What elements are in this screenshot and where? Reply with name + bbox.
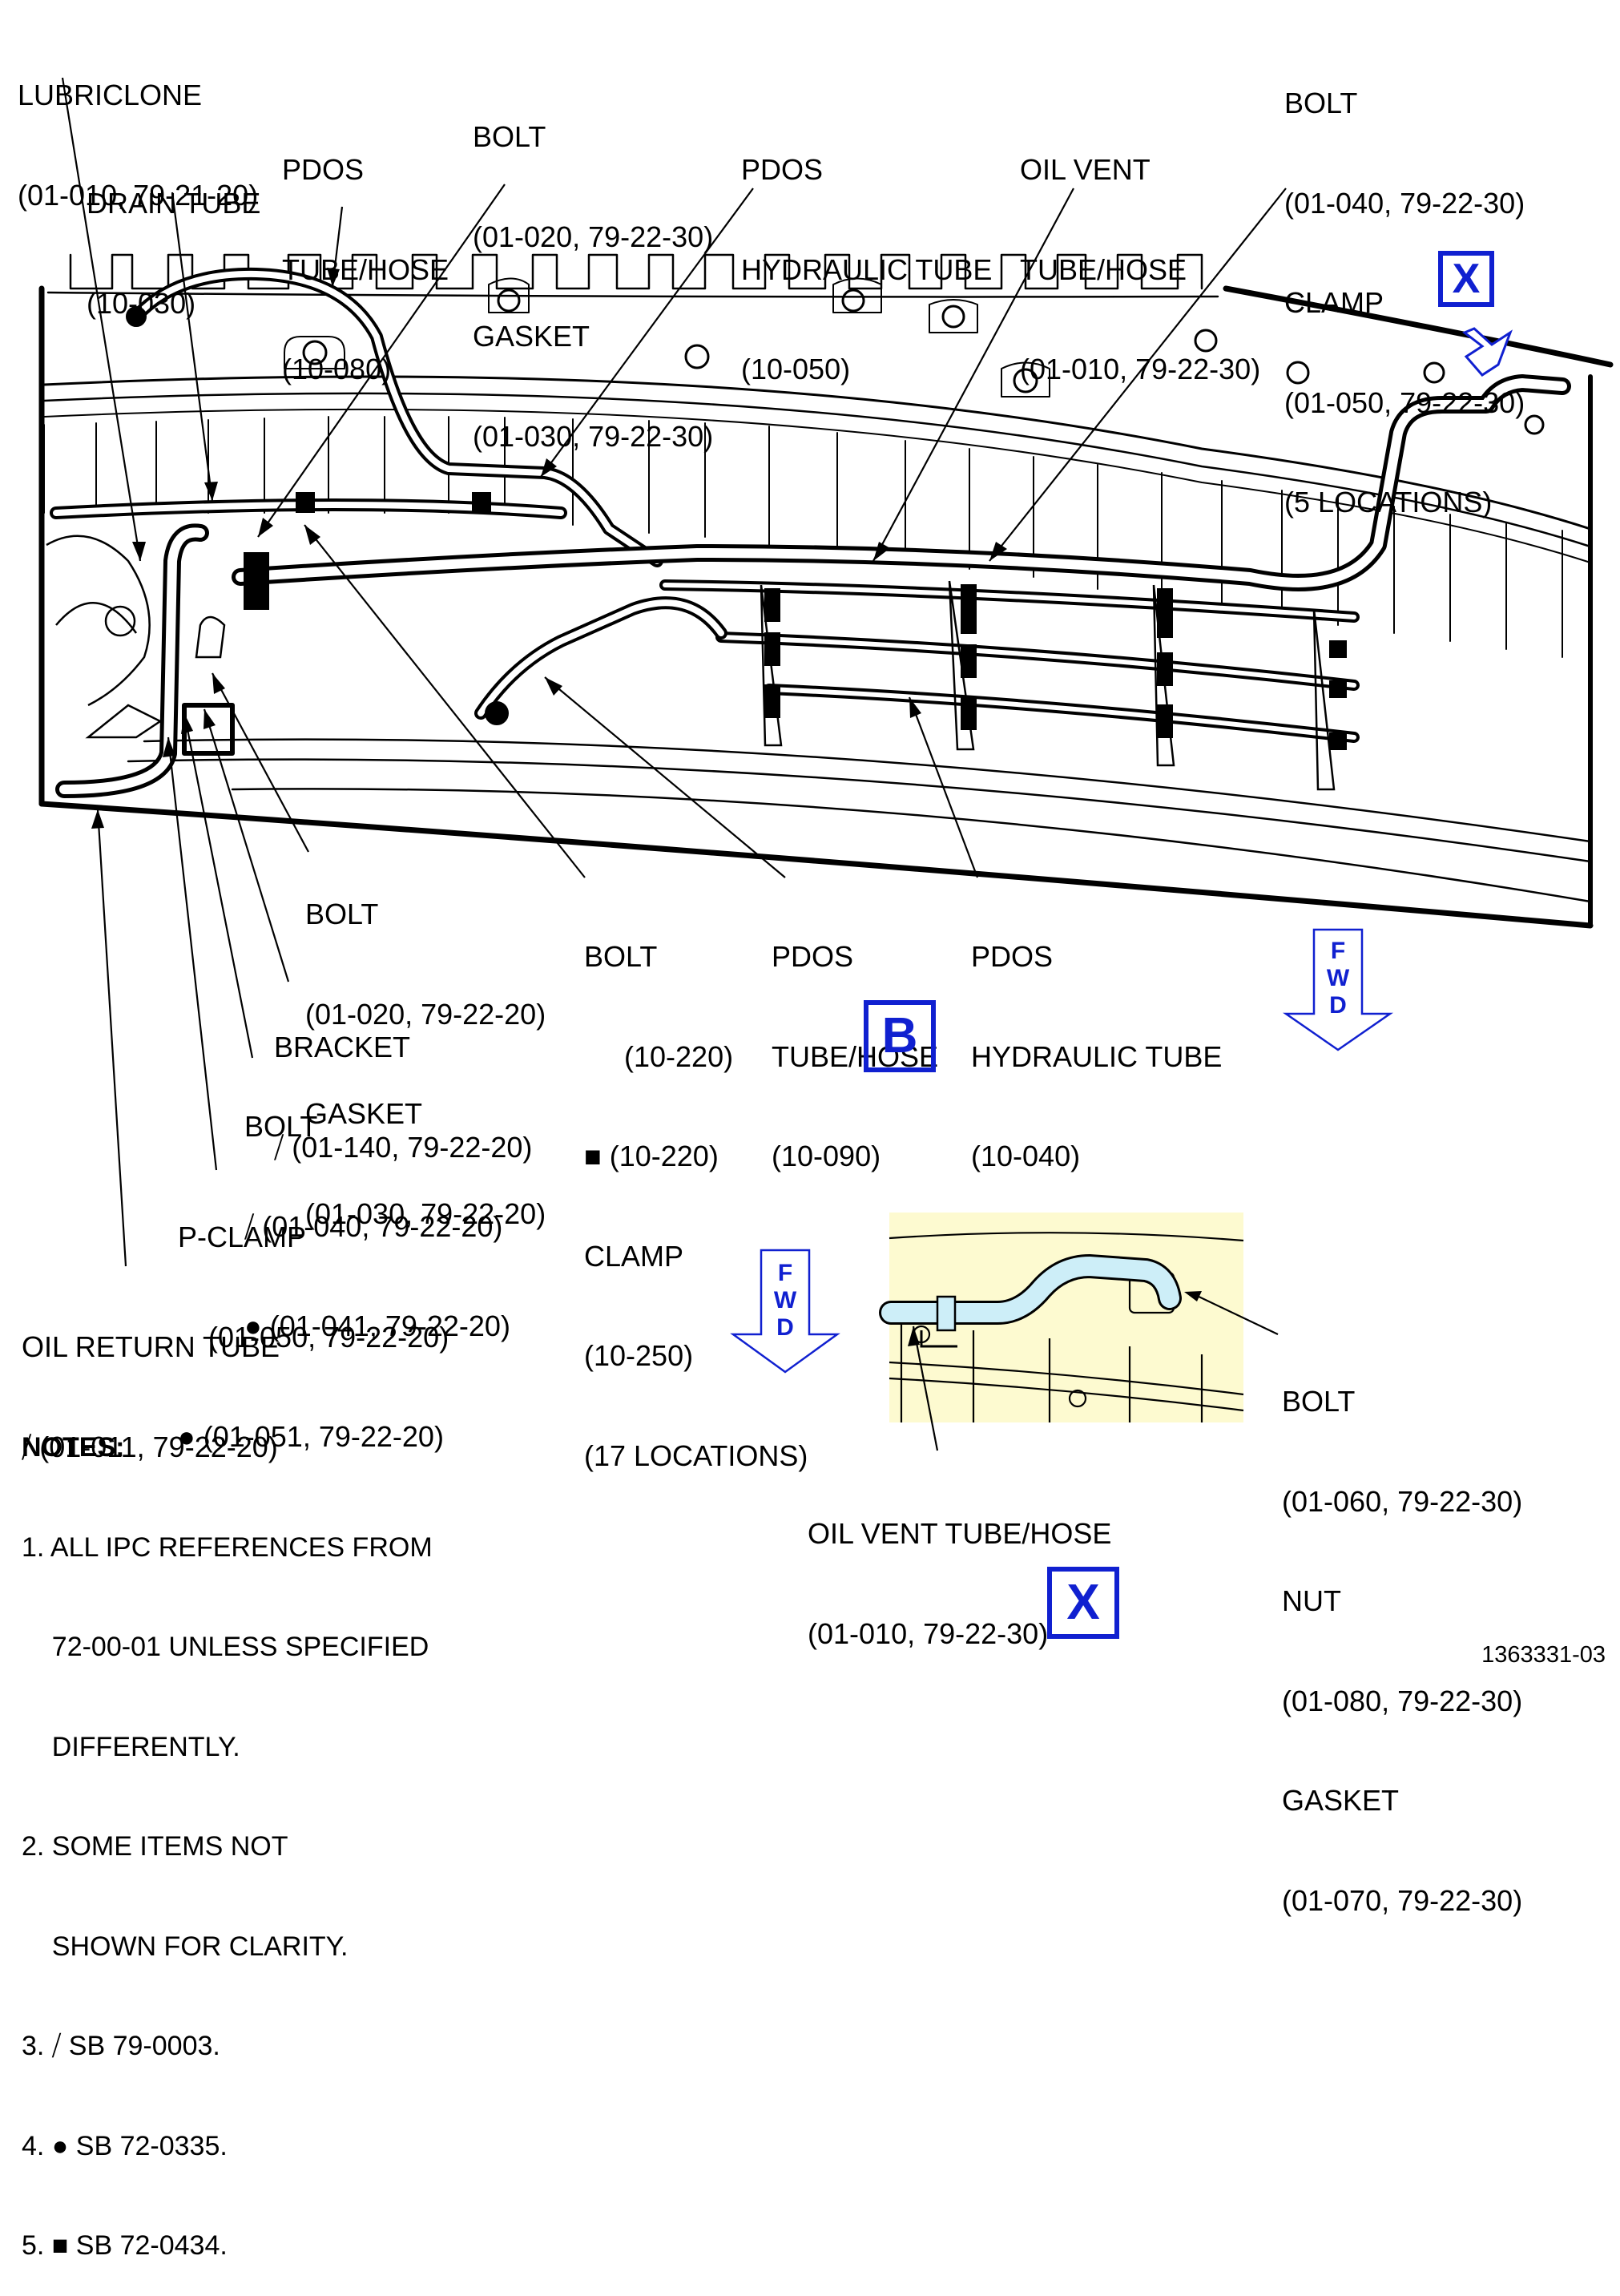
note-line: 4. ● SB 72-0335. xyxy=(22,2130,228,2161)
label-pdos-hydraulic-tube-mid: PDOS HYDRAULIC TUBE (10-040) xyxy=(971,940,1223,1172)
label-lubriclone: LUBRICLONE (01-010, 79-21-20) xyxy=(18,79,259,212)
brackets xyxy=(760,580,1336,791)
label-oil-vent-detail-x: OIL VENT TUBE/HOSE (01-010, 79-22-30) xyxy=(808,1517,1112,1650)
leader-x-vent xyxy=(912,1326,939,1451)
note-line: DIFFERENTLY. xyxy=(22,1731,240,1762)
note-line: 2. SOME ITEMS NOT xyxy=(22,1831,288,1862)
label-bolt-clamp-top: BOLT (01-040, 79-22-30) CLAMP (01-050, 7… xyxy=(1284,87,1525,519)
note-line: 72-00-01 UNLESS SPECIFIED xyxy=(22,1632,429,1662)
label-bracket: BRACKET ⧸ (01-140, 79-22-20) xyxy=(274,1031,533,1164)
label-bolt-gasket-mid: BOLT (01-020, 79-22-20) GASKET (01-030, … xyxy=(305,898,546,1230)
tubes xyxy=(50,267,1571,798)
note-line: 3. ⧸ SB 79-0003. xyxy=(22,2031,220,2061)
label-pdos-tube-hose-top: PDOS TUBE/HOSE (10-080) xyxy=(282,153,449,385)
view-x-callout-top: X xyxy=(1438,251,1494,307)
label-pdos-tube-hose-mid: PDOS TUBE/HOSE (10-090) xyxy=(772,940,939,1172)
note-line: 5. ■ SB 72-0434. xyxy=(22,2230,228,2261)
notes-block: NOTES: 1. ALL IPC REFERENCES FROM 72-00-… xyxy=(22,1365,433,2296)
label-bolt-nut-gasket-detail-x: BOLT (01-060, 79-22-30) NUT (01-080, 79-… xyxy=(1282,1385,1523,1917)
fwd-arrow-main xyxy=(1282,928,1394,1051)
label-p-clamp: P-CLAMP (01-050, 79-22-20) ● (01-051, 79… xyxy=(178,1221,449,1453)
label-bolt-clamp-mid: BOLT (10-220) ■ (10-220) CLAMP (10-250) … xyxy=(584,940,808,1472)
leader-x-bolt xyxy=(1193,1293,1279,1335)
detail-x-view xyxy=(879,1213,1279,1451)
fwd-label-main: F W D xyxy=(1326,938,1350,1019)
label-oil-return-tube: OIL RETURN TUBE ⧸ (01-011, 79-22-20) xyxy=(22,1330,280,1463)
left-engine-details xyxy=(46,535,226,739)
fwd-arrow-detail xyxy=(730,1249,840,1374)
engine-drawing xyxy=(38,77,1614,1451)
label-bolt-low: BOLT ⧸ (01-040, 79-22-20) ● (01-041, 79-… xyxy=(244,1110,510,1342)
label-oil-vent-tube-top: OIL VENT TUBE/HOSE (01-010, 79-22-30) xyxy=(1020,153,1261,385)
leader-lines xyxy=(61,77,1287,1267)
figure-code: 1363331-03 xyxy=(1481,1642,1606,1668)
main-view-structure xyxy=(38,253,1614,929)
label-drain-tube: DRAIN TUBE (10-030) xyxy=(87,187,261,320)
bosses xyxy=(302,289,1545,435)
view-x-arrow xyxy=(1462,327,1513,377)
fwd-label-detail: F W D xyxy=(773,1260,797,1341)
label-pdos-hydraulic-tube-top: PDOS HYDRAULIC TUBE (10-050) xyxy=(741,153,993,385)
note-line: 1. ALL IPC REFERENCES FROM xyxy=(22,1531,433,1563)
leader-arrowheads xyxy=(91,268,1007,829)
notes-heading: NOTES: xyxy=(22,1432,125,1463)
note-line: SHOWN FOR CLARITY. xyxy=(22,1931,349,1962)
clamps xyxy=(126,306,1347,750)
view-x-callout-bottom: X xyxy=(1047,1567,1119,1639)
label-bolt-gasket-top: BOLT (01-020, 79-22-30) GASKET (01-030, … xyxy=(473,120,714,453)
view-b-callout: B xyxy=(864,1000,936,1072)
